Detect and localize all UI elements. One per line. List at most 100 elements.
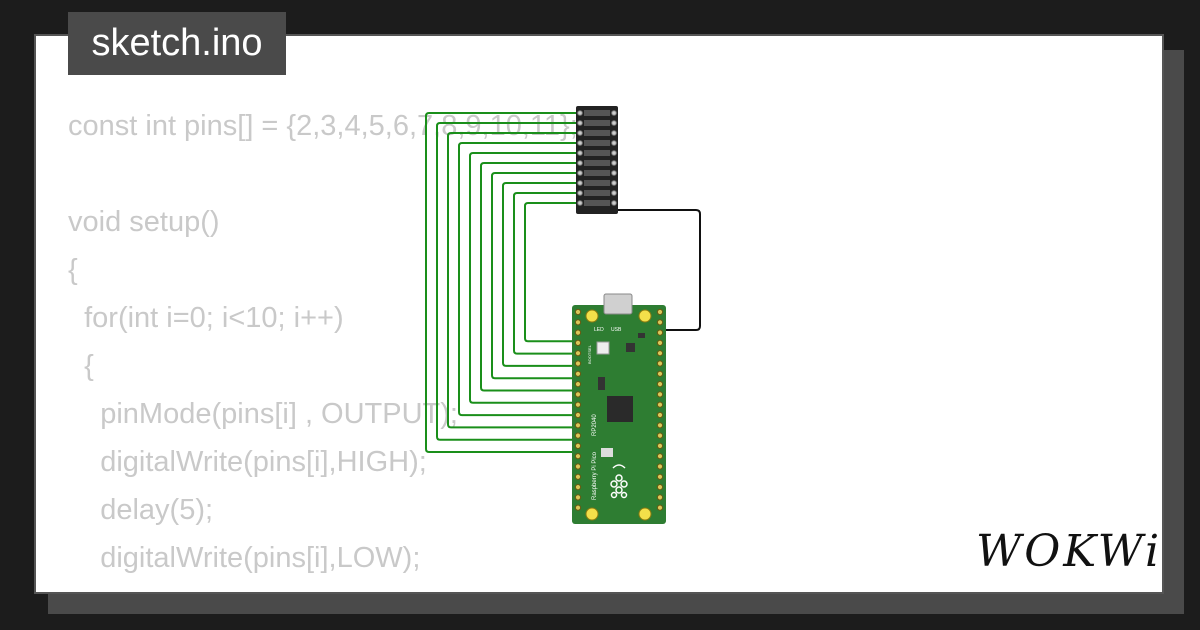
mount-hole-icon — [638, 309, 652, 323]
led-pin — [611, 120, 617, 126]
board-name-label: Raspberry Pi Pico — [592, 451, 598, 500]
board-pin — [656, 339, 664, 346]
board-pin — [574, 484, 582, 491]
board-pin — [574, 329, 582, 336]
wokwi-logo: WOKWi — [976, 526, 1163, 577]
rp2040-chip-icon — [607, 396, 633, 422]
led-segment — [584, 180, 610, 186]
board-pin — [656, 432, 664, 439]
board-pin — [656, 350, 664, 357]
led-pin — [577, 170, 583, 176]
board-pin — [574, 422, 582, 429]
led-pin — [577, 180, 583, 186]
board-pin — [574, 308, 582, 316]
code-line: pinMode(pins[i] , OUTPUT); — [68, 398, 458, 430]
code-line: digitalWrite(pins[i],HIGH); — [68, 446, 427, 478]
board-pin — [574, 463, 582, 470]
board-pin — [656, 484, 664, 491]
board-pin — [656, 473, 664, 480]
board-pin — [656, 360, 664, 367]
component-icon — [598, 377, 605, 390]
wire — [469, 152, 578, 404]
board-pin — [656, 319, 664, 326]
code-line: delay(5); — [68, 582, 578, 592]
led-segment — [584, 130, 610, 136]
wire — [447, 132, 578, 429]
led-pin — [577, 160, 583, 166]
board-pin — [574, 381, 582, 388]
usb-label: USB — [611, 327, 622, 333]
board-pin — [574, 391, 582, 398]
board-pin — [574, 494, 582, 501]
board-pin — [656, 329, 664, 336]
component-icon — [601, 448, 613, 457]
board-pin — [656, 453, 664, 460]
board-pin — [574, 360, 582, 367]
led-pin — [577, 190, 583, 196]
led-pin — [577, 140, 583, 146]
board-pin — [656, 494, 664, 501]
component-icon — [638, 333, 645, 338]
led-pin — [577, 200, 583, 206]
file-tab[interactable]: sketch.ino — [68, 12, 286, 75]
board-pin — [656, 504, 664, 511]
led-pin — [611, 200, 617, 206]
board-pin — [656, 401, 664, 408]
wire — [425, 112, 578, 453]
led-bar-graph[interactable] — [576, 106, 618, 214]
board-pin — [574, 432, 582, 439]
code-line: delay(5); — [68, 494, 214, 526]
board-pin — [574, 370, 582, 377]
led-pin — [577, 130, 583, 136]
led-pin — [611, 150, 617, 156]
led-segment — [584, 190, 610, 196]
bootsel-button[interactable] — [596, 341, 610, 355]
led-segment — [584, 120, 610, 126]
led-segment — [584, 110, 610, 116]
board-pin — [656, 370, 664, 377]
board-pin — [656, 391, 664, 398]
board-pin — [574, 339, 582, 346]
board-pin — [574, 504, 582, 511]
code-line: digitalWrite(pins[i],LOW); — [68, 542, 421, 574]
mount-hole-icon — [585, 309, 599, 323]
mount-hole-icon — [638, 507, 652, 521]
led-pin — [577, 150, 583, 156]
led-pin — [611, 110, 617, 116]
pico-board[interactable]: LED USB BOOTSEL Raspberry Pi Pico RP2040 — [572, 293, 666, 524]
led-pin — [611, 180, 617, 186]
wire — [502, 182, 578, 367]
led-label: LED — [594, 327, 604, 333]
led-pin — [611, 170, 617, 176]
board-pin — [656, 422, 664, 429]
usb-connector-icon — [603, 293, 633, 315]
board-pin — [656, 381, 664, 388]
board-pin — [574, 319, 582, 326]
wire — [436, 122, 578, 441]
wire — [513, 192, 578, 355]
board-pin — [574, 411, 582, 419]
led-bar-segments — [577, 110, 617, 206]
led-segment — [584, 170, 610, 176]
led-pin — [577, 120, 583, 126]
mount-hole-icon — [585, 507, 599, 521]
led-pin — [611, 190, 617, 196]
led-segment — [584, 150, 610, 156]
wire — [458, 142, 578, 417]
board-pins — [574, 308, 664, 511]
code-line: { — [68, 254, 78, 286]
board-pin — [656, 308, 664, 316]
code-editor[interactable]: const int pins[] = {2,3,4,5,6,7,8,9,10,1… — [68, 102, 578, 592]
board-pin — [574, 442, 582, 449]
board-pin — [574, 473, 582, 480]
raspberry-logo-icon — [610, 464, 628, 499]
led-segment — [584, 200, 610, 206]
board-pin — [656, 463, 664, 470]
led-pin — [611, 160, 617, 166]
component-icon — [626, 343, 635, 352]
code-line: void setup() — [68, 206, 220, 238]
wire — [491, 172, 578, 380]
chip-label: RP2040 — [592, 414, 598, 436]
wire — [480, 162, 578, 392]
